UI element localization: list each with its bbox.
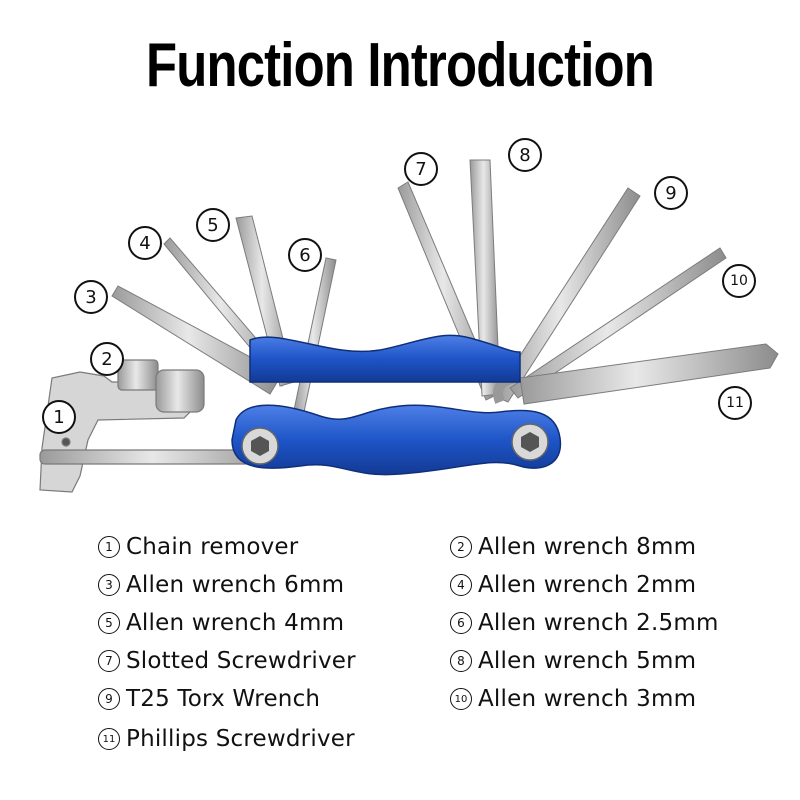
legend-label: Allen wrench 2.5mm [478, 610, 719, 636]
blade-allen-2.5mm [293, 257, 337, 413]
legend-number: 10 [450, 688, 472, 710]
callout-4: 4 [128, 226, 162, 260]
legend-number: 7 [98, 650, 120, 672]
legend-number: 2 [450, 536, 472, 558]
legend-label: Allen wrench 2mm [478, 572, 697, 598]
legend: 1 Chain remover 3 Allen wrench 6mm 5 All… [0, 526, 800, 776]
legend-item: 9 T25 Torx Wrench [98, 682, 320, 716]
legend-item: 3 Allen wrench 6mm [98, 568, 344, 602]
legend-number: 6 [450, 612, 472, 634]
callout-6: 6 [288, 238, 322, 272]
callout-5: 5 [196, 208, 230, 242]
legend-item: 6 Allen wrench 2.5mm [450, 606, 719, 640]
legend-number: 11 [98, 728, 120, 750]
legend-number: 3 [98, 574, 120, 596]
legend-item: 10 Allen wrench 3mm [450, 682, 696, 716]
blue-body [231, 334, 562, 476]
legend-label: Allen wrench 6mm [126, 572, 345, 598]
legend-label: Allen wrench 8mm [478, 534, 697, 560]
callout-10: 10 [722, 264, 756, 298]
legend-number: 4 [450, 574, 472, 596]
callout-1: 1 [42, 400, 76, 434]
callout-2: 2 [90, 342, 124, 376]
callout-7: 7 [404, 152, 438, 186]
chain-remover [39, 359, 291, 493]
callout-11: 11 [718, 386, 752, 420]
legend-label: Allen wrench 4mm [126, 610, 345, 636]
legend-label: Allen wrench 3mm [478, 686, 697, 712]
callout-3: 3 [74, 280, 108, 314]
legend-label: Chain remover [126, 534, 299, 560]
legend-label: Allen wrench 5mm [478, 648, 697, 674]
legend-item: 2 Allen wrench 8mm [450, 530, 696, 564]
legend-item: 7 Slotted Screwdriver [98, 644, 356, 678]
blade-phillips [519, 343, 779, 405]
legend-number: 1 [98, 536, 120, 558]
legend-item: 5 Allen wrench 4mm [98, 606, 344, 640]
legend-item: 1 Chain remover [98, 530, 298, 564]
legend-item: 8 Allen wrench 5mm [450, 644, 696, 678]
legend-label: T25 Torx Wrench [126, 686, 321, 712]
callout-8: 8 [508, 138, 542, 172]
callout-9: 9 [654, 176, 688, 210]
blade-torx [493, 187, 641, 403]
legend-number: 9 [98, 688, 120, 710]
legend-item: 4 Allen wrench 2mm [450, 568, 696, 602]
legend-label: Phillips Screwdriver [126, 726, 355, 752]
legend-label: Slotted Screwdriver [126, 648, 356, 674]
multitool-illustration [39, 159, 779, 493]
legend-number: 5 [98, 612, 120, 634]
page-title: Function Introduction [145, 31, 655, 100]
legend-item: 11 Phillips Screwdriver [98, 722, 355, 756]
legend-number: 8 [450, 650, 472, 672]
blade-allen-3mm [509, 247, 727, 399]
